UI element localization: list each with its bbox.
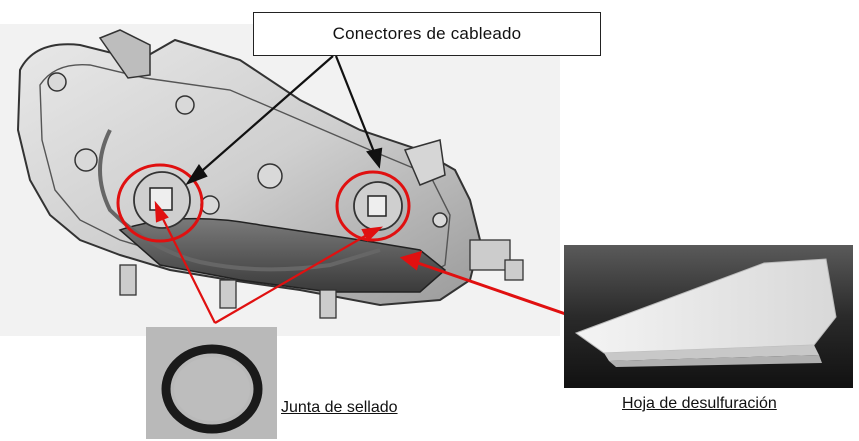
bottom-mounting-tabs xyxy=(119,239,524,319)
bulb-socket-right xyxy=(353,181,403,231)
gasket-pointer-arrows xyxy=(154,200,384,324)
mounting-bracket-top xyxy=(98,29,151,79)
highlight-ring-left-connector xyxy=(116,163,204,243)
desulfurization-sheet-caption: Hoja de desulfuración xyxy=(622,395,777,412)
wiring-harness xyxy=(98,129,381,272)
callout-pointer-arrows xyxy=(185,55,383,186)
highlight-ring-right-connector xyxy=(335,170,411,242)
mounting-bracket-right xyxy=(403,139,446,186)
wiring-connectors-label: Conectores de cableado xyxy=(332,24,522,43)
bulb-socket-left xyxy=(133,171,191,229)
sealing-gasket-caption: Junta de sellado xyxy=(281,399,398,416)
sealing-gasket-photo xyxy=(146,327,277,439)
desulfurization-sheet-photo xyxy=(564,245,853,388)
wiring-connectors-callout: Conectores de cableado xyxy=(253,12,601,56)
